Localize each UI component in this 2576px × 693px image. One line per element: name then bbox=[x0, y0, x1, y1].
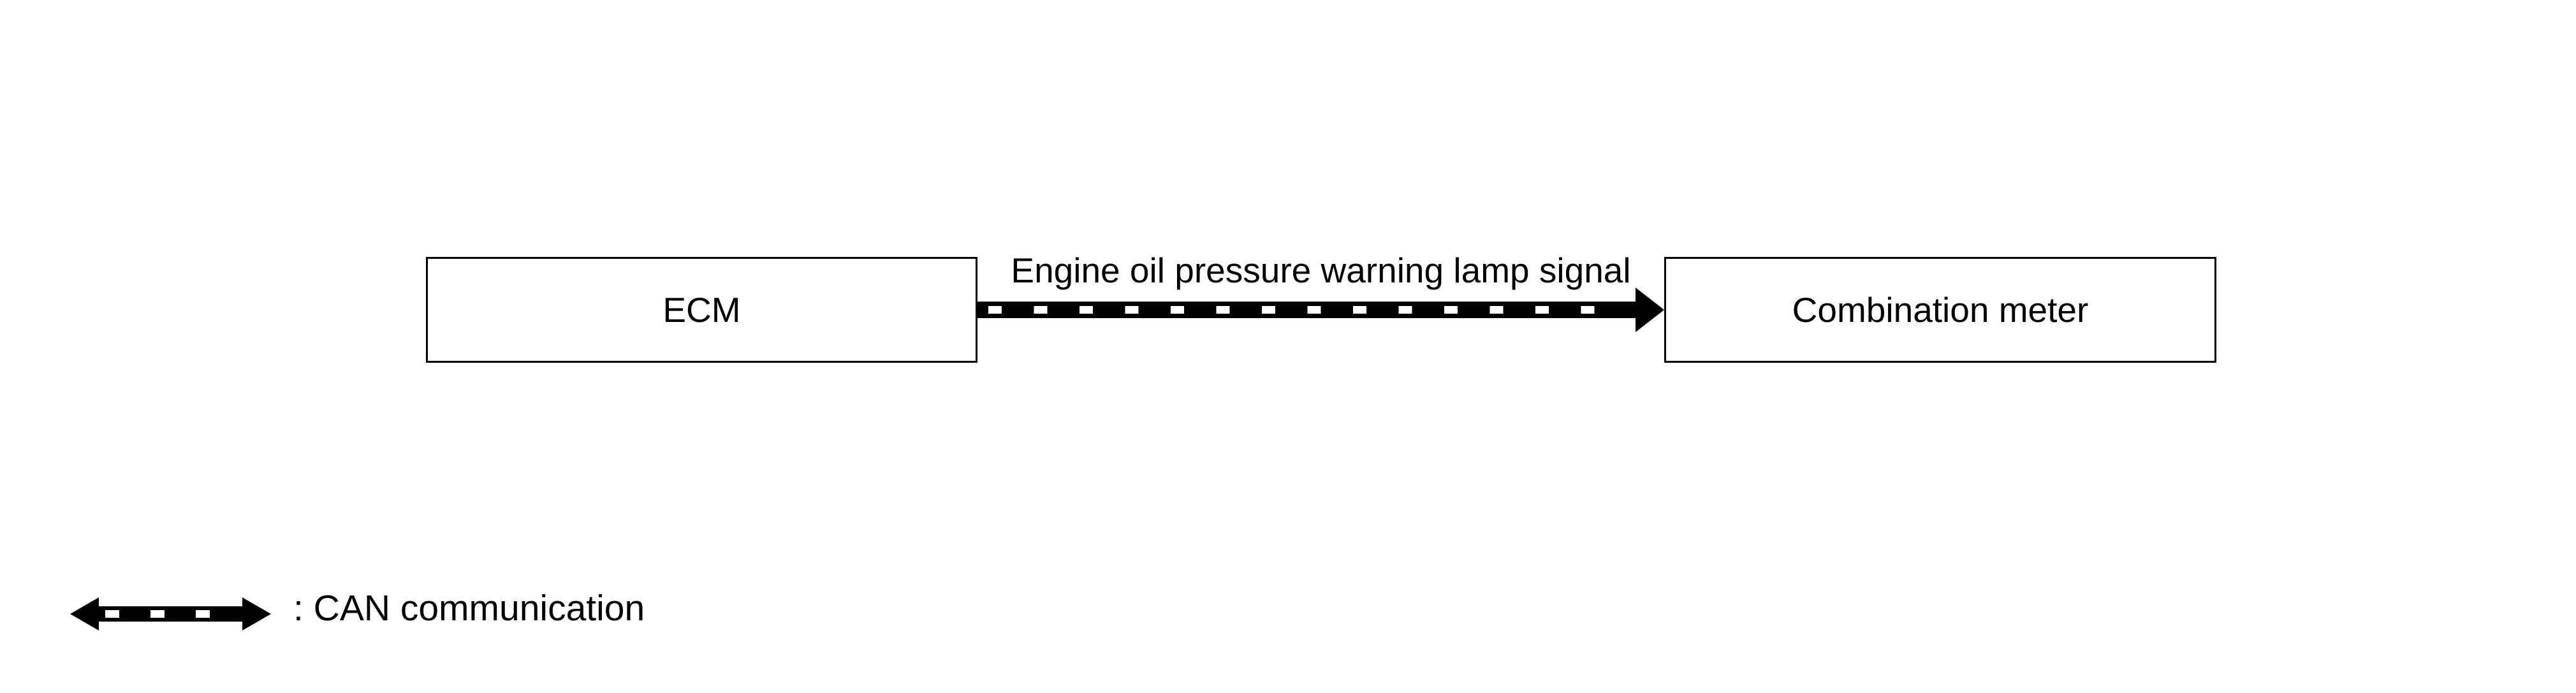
can-dash-segment bbox=[1489, 306, 1504, 314]
can-dash-segment bbox=[1398, 306, 1412, 314]
can-dash-segment bbox=[1034, 306, 1048, 314]
can-signal-arrow bbox=[977, 288, 1664, 332]
legend-dash-pattern bbox=[105, 610, 210, 618]
can-dash-segment bbox=[988, 306, 1002, 314]
combination-meter-box: Combination meter bbox=[1664, 257, 2216, 363]
can-arrow-dash-pattern bbox=[988, 306, 1595, 314]
can-dash-segment bbox=[150, 610, 165, 618]
legend-label: : CAN communication bbox=[293, 588, 645, 629]
can-dash-segment bbox=[1216, 306, 1230, 314]
combination-meter-label: Combination meter bbox=[1792, 290, 2089, 330]
legend-can-symbol bbox=[70, 597, 271, 631]
can-dash-segment bbox=[1535, 306, 1549, 314]
can-dash-segment bbox=[1079, 306, 1093, 314]
can-dash-segment bbox=[1444, 306, 1458, 314]
can-dash-segment bbox=[1262, 306, 1275, 314]
legend-arrow-head-right-icon bbox=[242, 597, 271, 631]
can-dash-segment bbox=[1125, 306, 1139, 314]
signal-label: Engine oil pressure warning lamp signal bbox=[1011, 251, 1631, 290]
can-dash-segment bbox=[1581, 306, 1595, 314]
arrow-head-right-icon bbox=[1636, 288, 1664, 332]
can-dash-segment bbox=[196, 610, 210, 618]
ecm-label: ECM bbox=[662, 290, 741, 330]
can-dash-segment bbox=[1353, 306, 1366, 314]
legend-arrow-head-left-icon bbox=[70, 597, 99, 631]
ecm-box: ECM bbox=[426, 257, 977, 363]
can-dash-segment bbox=[1171, 306, 1184, 314]
can-dash-segment bbox=[1307, 306, 1321, 314]
can-dash-segment bbox=[105, 610, 119, 618]
